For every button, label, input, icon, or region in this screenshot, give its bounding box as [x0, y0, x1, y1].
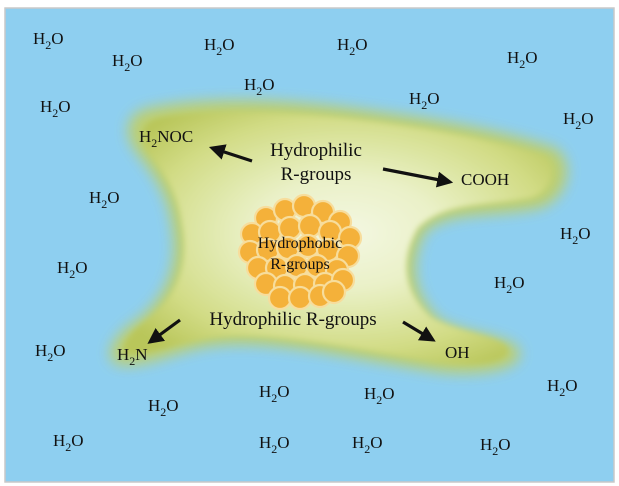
- water-molecule: H2O: [148, 396, 179, 419]
- water-molecule: H2O: [244, 75, 275, 98]
- arrow-to-amine: [147, 318, 181, 344]
- water-molecule: H2O: [364, 384, 395, 407]
- hydrophilic-top-label-line2: R-groups: [281, 164, 352, 185]
- water-molecule: H2O: [547, 376, 578, 399]
- water-molecule: H2O: [57, 258, 88, 281]
- water-molecule: H2O: [53, 431, 84, 454]
- amide-group-label: H2NOC: [139, 127, 193, 150]
- arrow-to-amide: [208, 144, 253, 163]
- hydrophilic-bottom-label: Hydrophilic R-groups: [209, 309, 376, 330]
- amine-group-label: H2N: [117, 345, 148, 368]
- water-molecule: H2O: [507, 48, 538, 71]
- arrow-to-carboxyl: [382, 167, 454, 188]
- hydroxyl-group-label: OH: [445, 343, 470, 362]
- water-molecule: H2O: [560, 224, 591, 247]
- water-molecule: H2O: [480, 435, 511, 458]
- water-molecule: H2O: [259, 382, 290, 405]
- hydrophobic-core: [237, 193, 363, 311]
- core-sphere: [287, 285, 313, 311]
- water-molecule: H2O: [352, 433, 383, 456]
- water-molecule: H2O: [409, 89, 440, 112]
- hydrophobic-label-line1: Hydrophobic: [258, 235, 342, 252]
- water-molecule: H2O: [494, 273, 525, 296]
- water-molecule: H2O: [259, 433, 290, 456]
- water-molecule: H2O: [89, 188, 120, 211]
- water-molecule: H2O: [204, 35, 235, 58]
- water-molecule: H2O: [112, 51, 143, 74]
- water-molecule: H2O: [33, 29, 64, 52]
- core-sphere: [321, 279, 347, 305]
- water-molecule: H2O: [35, 341, 66, 364]
- water-molecule: H2O: [40, 97, 71, 120]
- hydrophobic-label-line2: R-groups: [270, 256, 330, 273]
- core-sphere: [297, 213, 323, 239]
- water-molecule: H2O: [563, 109, 594, 132]
- core-sphere: [267, 285, 293, 311]
- hydrophilic-top-label-line1: Hydrophilic: [270, 140, 362, 161]
- carboxyl-group-label: COOH: [461, 170, 509, 189]
- arrow-to-hydroxyl: [402, 320, 436, 342]
- water-molecule: H2O: [337, 35, 368, 58]
- water-molecules: H2O H2O H2O H2O H2O H2O H2O H2O H2O H2O …: [33, 29, 594, 458]
